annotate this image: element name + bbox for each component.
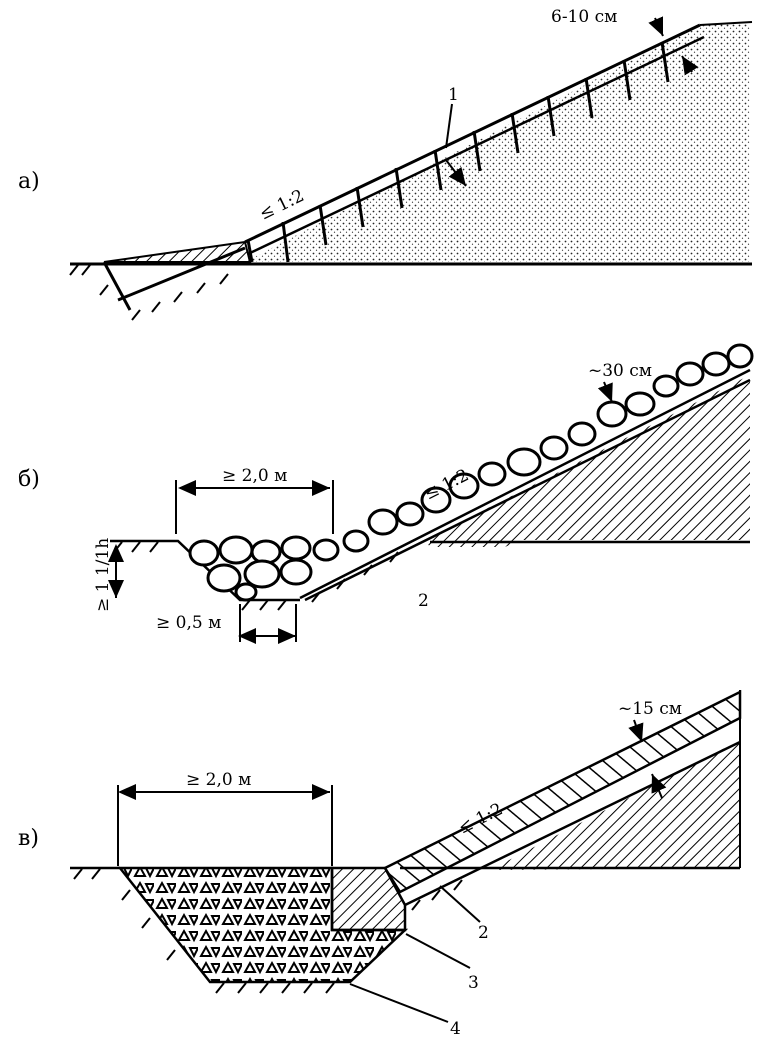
callout-1: 1 [448, 85, 459, 105]
ground-hatch-a [69, 264, 229, 321]
panel-c: в) ≥ 2,0 м ~15 см ≤ 1:2 [18, 689, 742, 1039]
thickness-arrow [648, 16, 664, 37]
embankment-fill [245, 22, 750, 262]
callout-4: 4 [450, 1019, 461, 1039]
riprap-stones [188, 343, 754, 602]
callout-1-arrow [445, 159, 467, 187]
thickness-arrow-2 [681, 55, 699, 76]
depth-label: ≥ 1 1/1h [93, 538, 113, 612]
aggregate-fill [117, 866, 409, 984]
toe-wedge [103, 240, 252, 263]
thickness-label: 6-10 см [551, 7, 617, 27]
berm-width-label-c: ≥ 2,0 м [186, 770, 251, 790]
slope-label-a: ≤ 1:2 [256, 186, 307, 225]
stone-size-arrow [597, 381, 613, 403]
stone-size-label: ~30 см [588, 361, 652, 381]
filter-layer-c [404, 740, 741, 907]
panel-c-label: в) [18, 826, 39, 851]
callout-2-c: 2 [478, 923, 489, 943]
callout-2-c-leader [439, 885, 481, 923]
filter-layer-top [299, 368, 751, 600]
callout-3: 3 [468, 973, 479, 993]
filter-layer-bottom [304, 378, 751, 602]
panel-a-label: а) [18, 169, 40, 194]
callout-3-leader [405, 933, 471, 969]
panel-a: а) [18, 7, 753, 321]
toe-width-label: ≥ 0,5 м [156, 613, 221, 633]
callout-1-leader [445, 103, 453, 149]
ditch [102, 246, 246, 311]
stakes [246, 41, 670, 263]
layer-thickness-arrow-2 [651, 773, 667, 799]
layer-thickness-label: ~15 см [618, 699, 682, 719]
slope-crest [699, 21, 753, 26]
callout-2-b: 2 [418, 591, 429, 611]
panel-b-label: б) [18, 467, 40, 492]
layer-thickness-arrow [628, 719, 644, 743]
ground-hatch-c [73, 868, 463, 994]
callout-4-leader [349, 983, 449, 1023]
panel-b: б) [18, 343, 754, 644]
berm-width-label-b: ≥ 2,0 м [222, 466, 287, 486]
